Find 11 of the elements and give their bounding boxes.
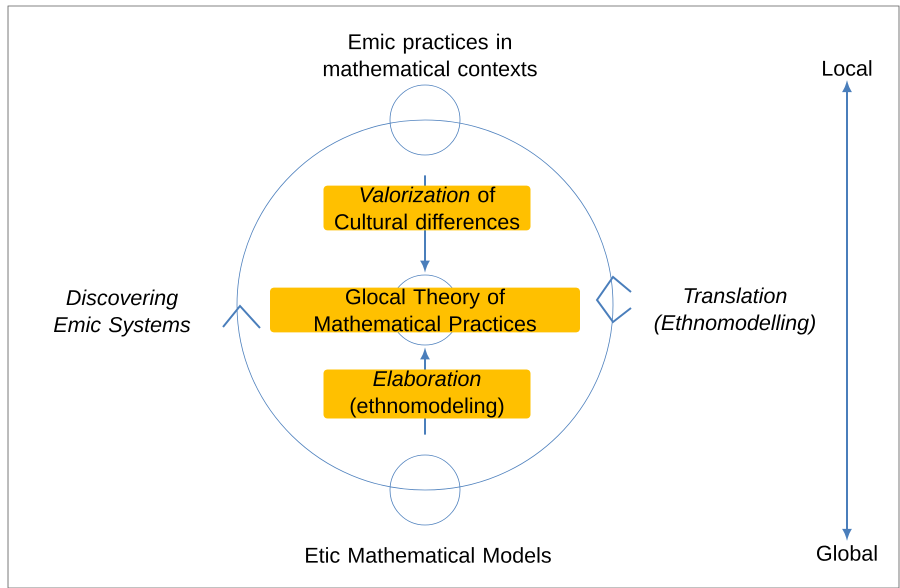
cycle-circle — [236, 120, 614, 490]
highlighted-title: Glocal Theory of Mathematical Practices — [270, 288, 580, 332]
axis-label: Local — [823, 60, 872, 76]
edge-label: Elaboration (ethnomodeling) — [324, 369, 530, 418]
side-label: Translation (Ethnomodelling) — [654, 287, 815, 335]
arrow — [842, 82, 852, 538]
edge-label: Valorization of Cultural differences — [324, 186, 530, 230]
circle-caption: Emic practices in mathematical contexts — [324, 34, 537, 76]
circle-caption: Etic Mathematical Models — [306, 547, 551, 563]
side-label: Discovering Emic Systems — [54, 289, 190, 337]
axis-label: Global — [817, 545, 877, 561]
